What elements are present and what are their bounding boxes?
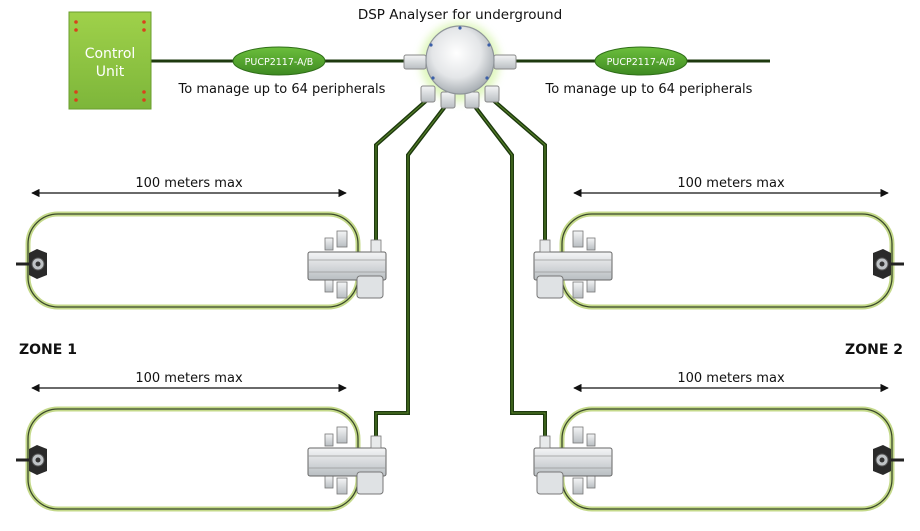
loop-2-distance: 100 meters max xyxy=(135,371,243,386)
diagram-title: DSP Analyser for underground xyxy=(358,7,562,23)
end-valve-icon xyxy=(16,445,47,475)
cable-group xyxy=(374,98,547,438)
end-valve-icon xyxy=(873,249,904,279)
loop-zone2-top: 100 meters max xyxy=(533,176,904,310)
pucp-module-right: PUCP2117-A/B xyxy=(594,46,688,76)
sensor-junction-icon xyxy=(533,426,613,495)
loop-1-distance: 100 meters max xyxy=(135,176,243,191)
sensor-junction-icon xyxy=(307,230,387,299)
loop-zone1-top: 100 meters max xyxy=(16,176,387,310)
dsp-analyser-hub xyxy=(403,22,517,109)
sensor-junction-icon xyxy=(307,426,387,495)
control-unit: Control Unit xyxy=(68,11,152,110)
sensor-junction-icon xyxy=(533,230,613,299)
loop-4-distance: 100 meters max xyxy=(677,371,785,386)
cable-zone1-bottom xyxy=(374,102,449,438)
pucp-left-caption: To manage up to 64 peripherals xyxy=(178,82,386,97)
cable-zone2-top xyxy=(491,98,547,243)
pucp-left-label: PUCP2117-A/B xyxy=(245,57,314,68)
loop-zone1-bottom: 100 meters max xyxy=(16,371,387,512)
control-unit-label-line1: Control xyxy=(85,46,136,62)
zone-1-label: ZONE 1 xyxy=(19,342,77,358)
loop-zone2-bottom: 100 meters max xyxy=(533,371,904,512)
end-valve-icon xyxy=(16,249,47,279)
zone-2-label: ZONE 2 xyxy=(845,342,903,358)
cable-zone1-top xyxy=(374,98,429,243)
control-unit-label-line2: Unit xyxy=(96,64,125,80)
loop-3-distance: 100 meters max xyxy=(677,176,785,191)
pucp-right-label: PUCP2117-A/B xyxy=(607,57,676,68)
pucp-module-left: PUCP2117-A/B xyxy=(232,46,326,76)
end-valve-icon xyxy=(873,445,904,475)
pucp-right-caption: To manage up to 64 peripherals xyxy=(545,82,753,97)
